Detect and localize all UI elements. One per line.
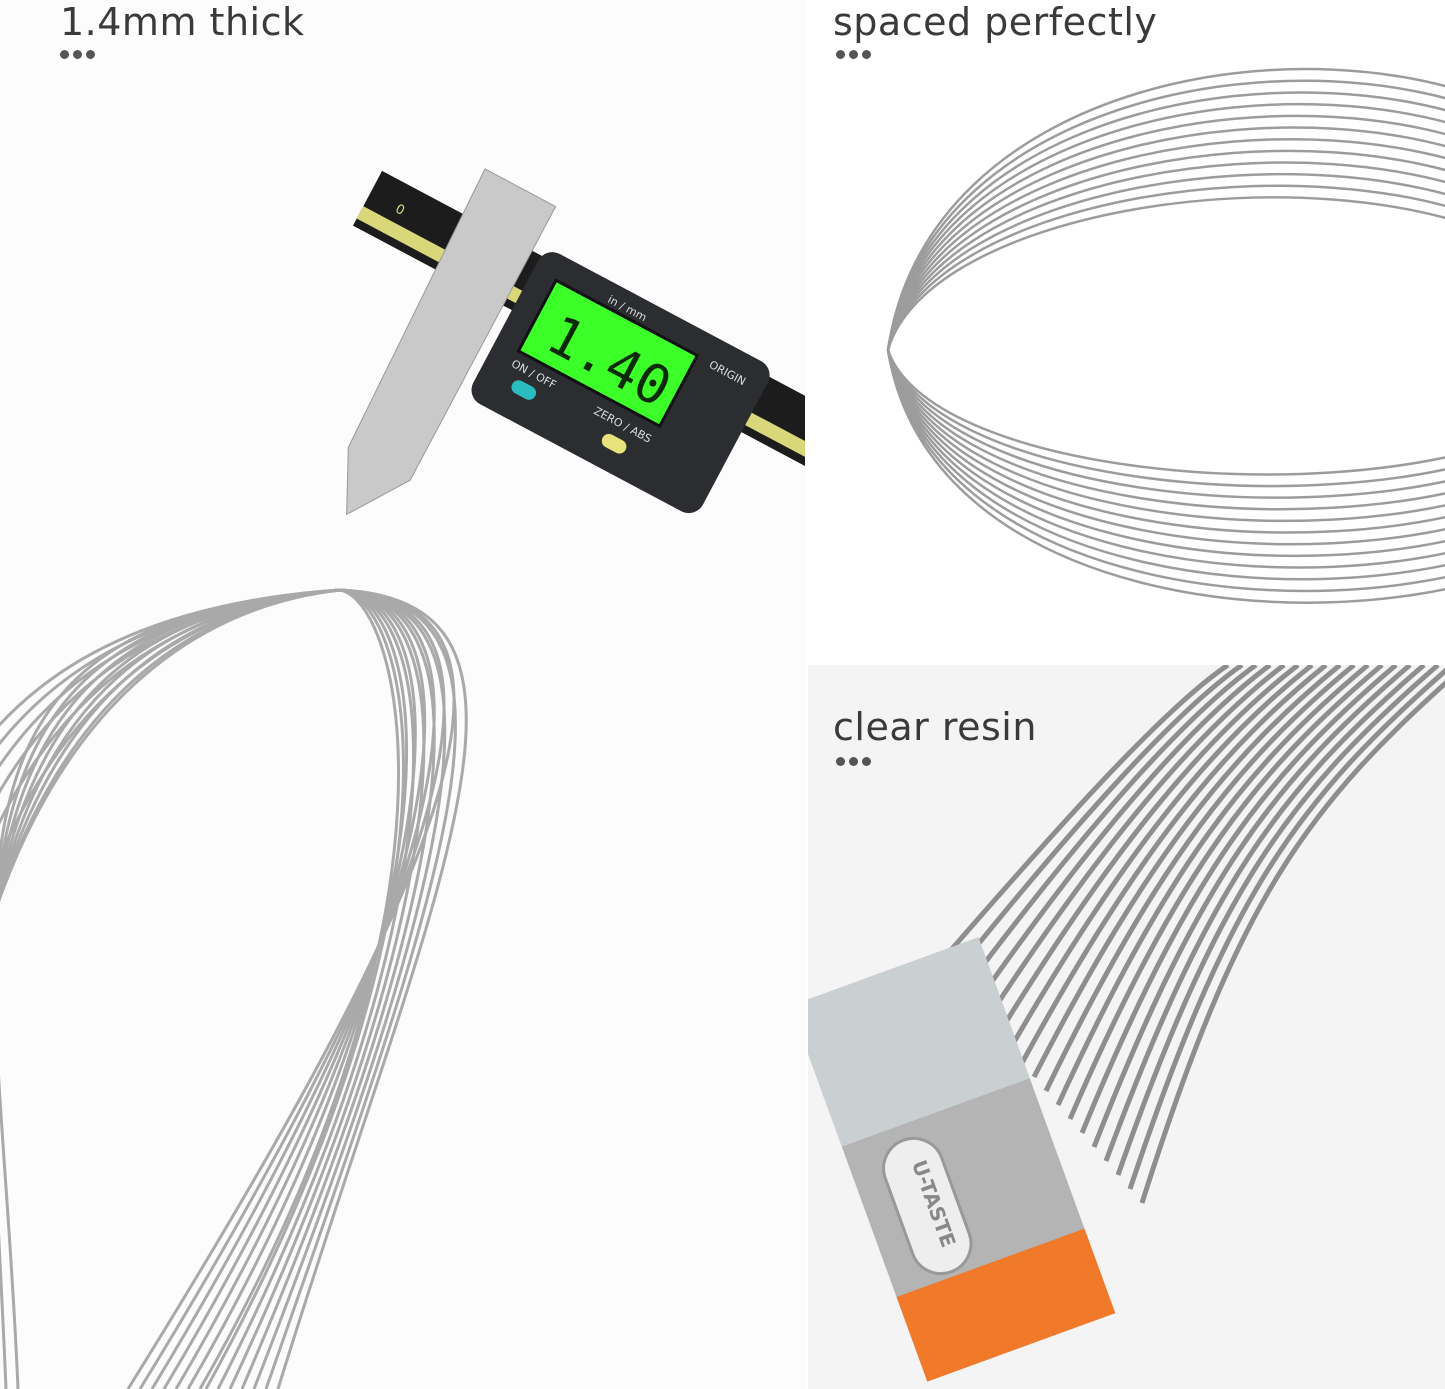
whisk-wire [983, 665, 1286, 1023]
resin-label: clear resin [833, 705, 1037, 749]
whisk-wire [886, 349, 1445, 534]
whisk-wire [886, 349, 1445, 523]
whisk-wire [960, 665, 1258, 995]
whisk-wire [150, 588, 436, 1389]
whisk-wire [995, 665, 1300, 1037]
whisk-wire [971, 665, 1272, 1009]
whisk-wire [886, 349, 1445, 569]
whisk-wire [886, 349, 1445, 488]
whisk-wire [264, 588, 457, 1389]
whisk-wire [1007, 665, 1314, 1051]
whisk-wire [886, 172, 1445, 351]
whisk-wire [0, 588, 341, 903]
spacing-label: spaced perfectly [833, 0, 1158, 44]
whisk-side-image [886, 67, 1445, 604]
whisk-wire [174, 588, 417, 1389]
whisk-wire [886, 114, 1445, 351]
whisk-wire [0, 588, 341, 900]
thickness-label: 1.4mm thick [60, 0, 305, 44]
zero-abs-button [601, 433, 627, 454]
whisk-wire [886, 349, 1445, 499]
whisk-wire [1115, 665, 1440, 1176]
whisk-wire [276, 588, 468, 1389]
dots-decoration [60, 50, 95, 59]
dots-decoration [836, 757, 871, 766]
dots-decoration [836, 50, 871, 59]
whisk-wire [886, 349, 1445, 558]
whisk-wire [0, 588, 341, 1389]
whisk-wire [1031, 665, 1342, 1079]
whisk-wire [204, 588, 405, 1389]
whisk-wire [886, 67, 1445, 351]
whisk-wire [0, 588, 341, 898]
whisk-wire [0, 588, 341, 895]
whisk-wire [1043, 665, 1356, 1093]
whisk-wire [886, 161, 1445, 351]
whisk-wire [886, 137, 1445, 351]
whisk-wire [886, 349, 1445, 581]
whisk-wire [0, 588, 341, 902]
whisk-wire [1139, 680, 1445, 1204]
whisk-wire [126, 588, 456, 1389]
whisk-wire [252, 588, 447, 1389]
whisk-wire [186, 588, 409, 1389]
whisk-wires [886, 67, 1445, 604]
handle-image: U-TASTE [808, 665, 1445, 1382]
whisk-wires [0, 588, 468, 1389]
caliper: 1.40 in / mm ORIGIN ON / OFF ZERO / ABS … [346, 168, 805, 517]
whisk-caliper-image: 1.40 in / mm ORIGIN ON / OFF ZERO / ABS … [0, 168, 805, 1389]
whisk-wire [886, 349, 1445, 511]
whisk-wire [0, 588, 341, 890]
whisk-wire [1019, 665, 1328, 1065]
whisk-wire [886, 79, 1445, 351]
whisk-wire [0, 588, 341, 1389]
whisk-wire [1067, 665, 1384, 1120]
on-off-button [511, 380, 537, 400]
whisk-wire [886, 91, 1445, 351]
whisk-wire [886, 102, 1445, 351]
whisk-wire [138, 588, 446, 1389]
brand-logo [882, 1136, 973, 1276]
whisk-wire [1091, 665, 1412, 1148]
handle: U-TASTE [808, 937, 1116, 1382]
whisk-wires [936, 665, 1445, 1204]
whisk-wire [1103, 665, 1426, 1162]
whisk-wire [886, 149, 1445, 351]
whisk-wire [886, 349, 1445, 593]
resin-panel: clear resin U-TASTE [808, 665, 1445, 1389]
whisk-wire [886, 349, 1445, 546]
whisk-wire [936, 665, 1230, 967]
whisk-wire [886, 196, 1445, 351]
whisk-wire [162, 588, 427, 1389]
whisk-wire [886, 126, 1445, 351]
whisk-wire [886, 349, 1445, 476]
spacing-panel: spaced perfectly [808, 0, 1445, 660]
whisk-wire [886, 349, 1445, 604]
whisk-wire [886, 184, 1445, 351]
whisk-wire [1055, 665, 1370, 1107]
whisk-wire [198, 588, 401, 1389]
whisk-wire [948, 665, 1244, 981]
whisk-wire [1079, 665, 1398, 1134]
thickness-panel: 1.4mm thick 1.40 in / mm ORIGIN ON / OFF… [0, 0, 805, 1389]
whisk-wire [1127, 667, 1445, 1190]
